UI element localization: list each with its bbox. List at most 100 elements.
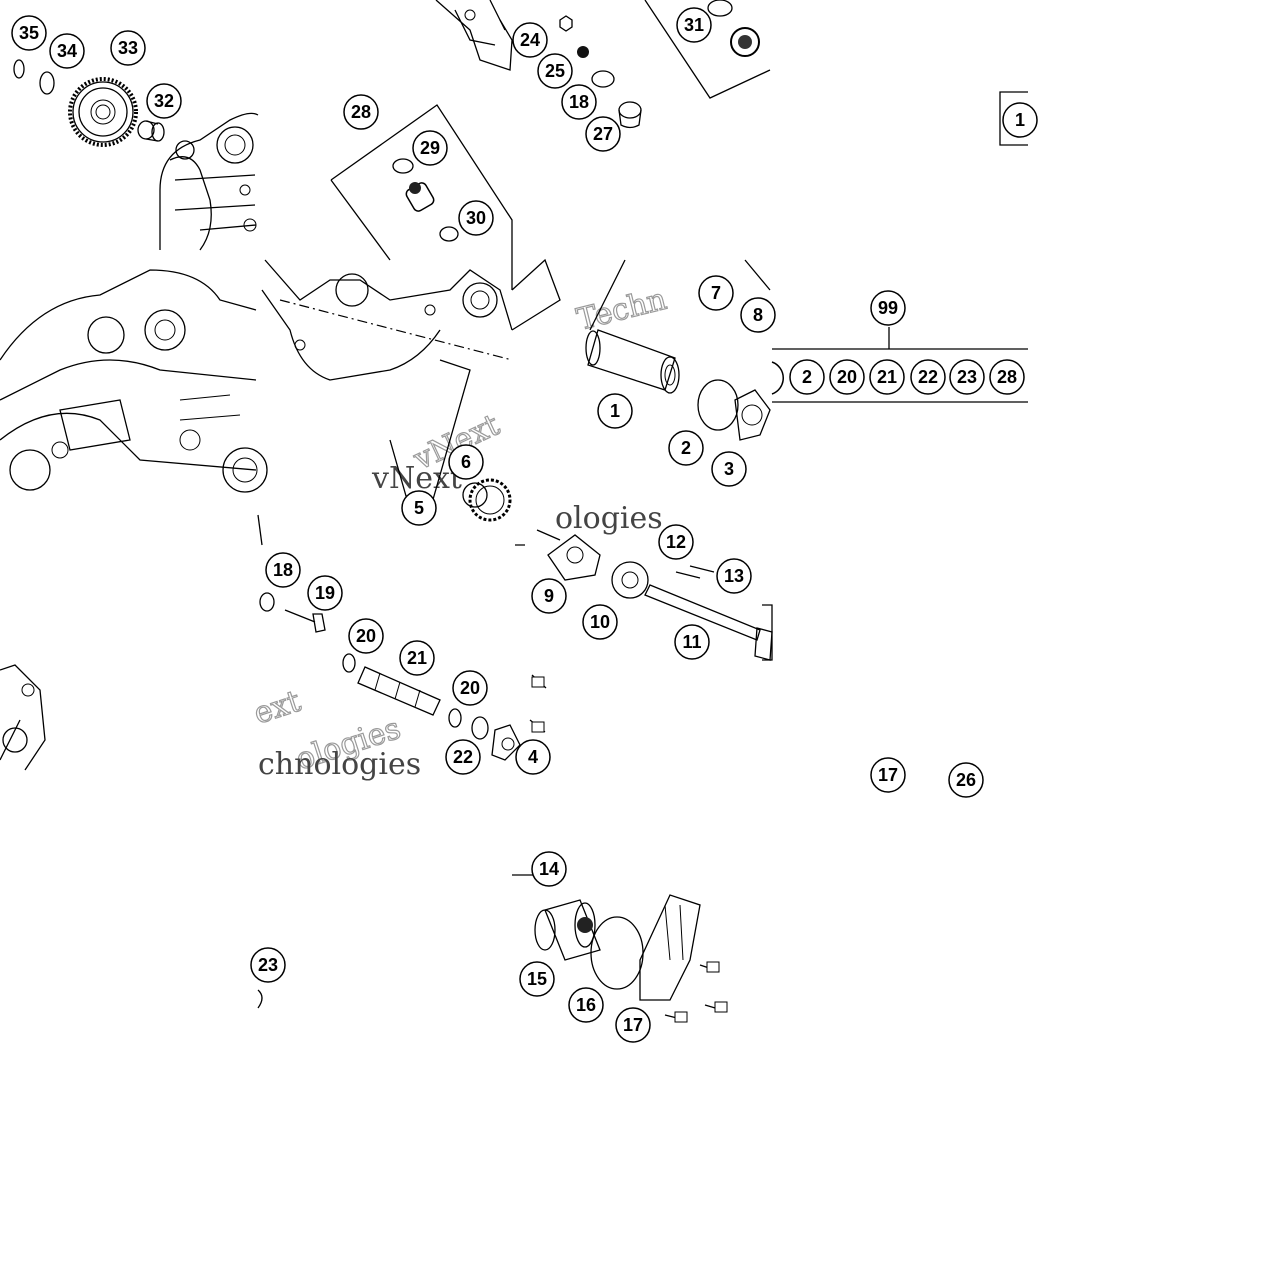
oil-pump-assembly: [515, 529, 773, 661]
callout-number: 14: [539, 859, 559, 879]
callout-c14[interactable]: 14: [531, 851, 567, 887]
kit-item-28[interactable]: 28: [989, 359, 1025, 395]
callout-c26[interactable]: 26: [948, 762, 984, 798]
callout-c20b[interactable]: 20: [452, 670, 488, 706]
callout-c10[interactable]: 10: [582, 604, 618, 640]
callout-c6[interactable]: 6: [448, 444, 484, 480]
callout-c27[interactable]: 27: [585, 116, 621, 152]
callout-c24[interactable]: 24: [512, 22, 548, 58]
callout-number: 12: [666, 532, 686, 552]
watermark-ext: ext: [250, 684, 305, 732]
kit-item-circle: [829, 359, 865, 395]
callout-circle: [537, 53, 573, 89]
part-linework: [0, 0, 1028, 1023]
callout-c23[interactable]: 23: [250, 947, 286, 983]
callout-c3[interactable]: 3: [711, 451, 747, 487]
kit-item-number: 22: [918, 367, 938, 387]
callout-c11[interactable]: 11: [674, 624, 710, 660]
callout-c35[interactable]: 35: [11, 15, 47, 51]
callout-circle: [870, 290, 906, 326]
callout-number: 13: [724, 566, 744, 586]
callout-c1[interactable]: 1: [597, 393, 633, 429]
callout-circle: [1002, 102, 1038, 138]
kit-item-21[interactable]: 21: [869, 359, 905, 395]
callout-c16[interactable]: 16: [568, 987, 604, 1023]
oil-filter-assembly: [585, 259, 771, 441]
washer-34: [39, 71, 55, 95]
callout-c25[interactable]: 25: [537, 53, 573, 89]
watermark-chnologies: chnologies: [258, 747, 421, 782]
callout-c21[interactable]: 21: [399, 640, 435, 676]
kit-item-circle: [989, 359, 1025, 395]
callout-circle: [250, 947, 286, 983]
callout-c30[interactable]: 30: [458, 200, 494, 236]
callout-circle: [561, 84, 597, 120]
callout-c2[interactable]: 2: [668, 430, 704, 466]
kit-item-22[interactable]: 22: [910, 359, 946, 395]
callout-c18a[interactable]: 18: [561, 84, 597, 120]
kit-item-20[interactable]: 20: [829, 359, 865, 395]
callout-circle: [674, 624, 710, 660]
callout-circle: [458, 200, 494, 236]
callout-number: 20: [460, 678, 480, 698]
callout-c31[interactable]: 31: [676, 7, 712, 43]
callout-c17b[interactable]: 17: [615, 1007, 651, 1043]
callout-circle: [531, 578, 567, 614]
callout-c19[interactable]: 19: [307, 575, 343, 611]
callout-circle: [412, 130, 448, 166]
callout-c1top[interactable]: 1: [1002, 102, 1038, 138]
callout-number: 5: [414, 498, 424, 518]
kit-item-number: 23: [957, 367, 977, 387]
callout-c4[interactable]: 4: [515, 739, 551, 775]
kit-item-23[interactable]: 23: [949, 359, 985, 395]
callout-circle: [401, 490, 437, 526]
gear-33-drawing: [68, 77, 138, 147]
callout-c20a[interactable]: 20: [348, 618, 384, 654]
callout-number: 17: [878, 765, 898, 785]
watermark-vnext: vNext: [371, 461, 462, 496]
callout-c9[interactable]: 9: [531, 578, 567, 614]
callout-number: 35: [19, 23, 39, 43]
callout-number: 15: [527, 969, 547, 989]
callout-c8[interactable]: 8: [740, 297, 776, 333]
callout-number: 25: [545, 61, 565, 81]
kit-item-number: 21: [877, 367, 897, 387]
callout-c22[interactable]: 22: [445, 739, 481, 775]
callout-c33[interactable]: 33: [110, 30, 146, 66]
callout-number: 23: [258, 955, 278, 975]
callout-c32[interactable]: 32: [146, 83, 182, 119]
callout-number: 33: [118, 38, 138, 58]
kit-item-circle: [869, 359, 905, 395]
callout-c12[interactable]: 12: [658, 524, 694, 560]
watermark-techn: Techn: [573, 282, 670, 338]
callout-circle: [711, 451, 747, 487]
callout-number: 19: [315, 583, 335, 603]
callout-number: 30: [466, 208, 486, 228]
kit-item-2[interactable]: 2: [789, 359, 825, 395]
callout-c18b[interactable]: 18: [265, 552, 301, 588]
kit-item-number: 20: [837, 367, 857, 387]
callout-c17a[interactable]: 17: [870, 757, 906, 793]
water-pump-assembly: [512, 874, 728, 1023]
callout-number: 9: [544, 586, 554, 606]
crankcase-left: [0, 269, 268, 493]
callout-circle: [870, 757, 906, 793]
callout-number: 32: [154, 91, 174, 111]
callout-c13[interactable]: 13: [716, 558, 752, 594]
callout-circle: [265, 552, 301, 588]
callout-circle: [146, 83, 182, 119]
callout-number: 26: [956, 770, 976, 790]
callout-c29[interactable]: 29: [412, 130, 448, 166]
crankcase-center: [261, 259, 513, 515]
callout-c15[interactable]: 15: [519, 961, 555, 997]
callout-number: 27: [593, 124, 613, 144]
callout-circle: [49, 33, 85, 69]
callout-c28a[interactable]: 28: [343, 94, 379, 130]
callout-number: 31: [684, 15, 704, 35]
callout-c99[interactable]: 99: [870, 290, 906, 326]
callout-c7[interactable]: 7: [698, 275, 734, 311]
callout-c34[interactable]: 34: [49, 33, 85, 69]
kit-item-partial: [771, 361, 784, 395]
callout-c5[interactable]: 5: [401, 490, 437, 526]
